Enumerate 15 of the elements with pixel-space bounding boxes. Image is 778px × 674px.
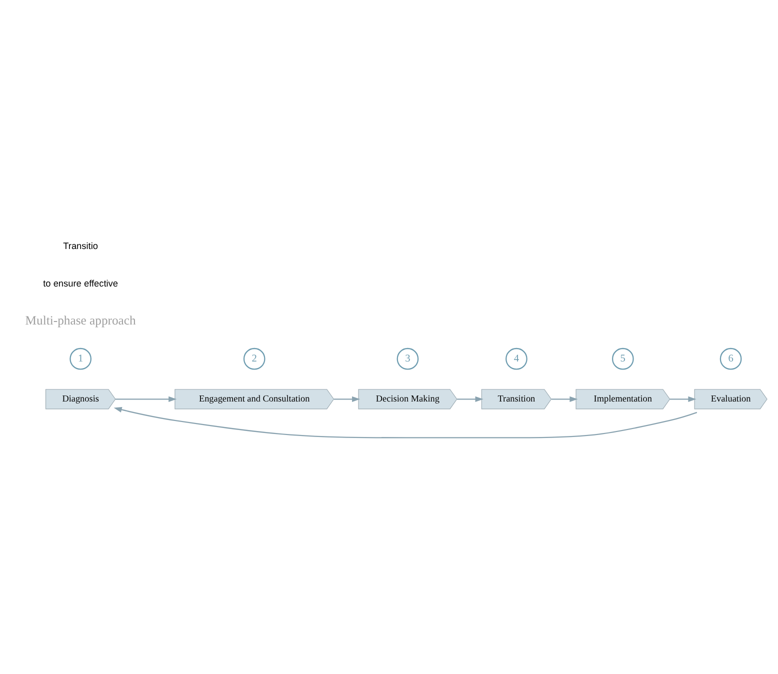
arrow [114,406,698,438]
node-circle: 4 [506,348,528,370]
node-circle: 5 [612,348,634,370]
arrow [670,396,696,402]
node-circle: 6 [720,348,742,370]
node-circle: 2 [243,348,266,370]
arrow [457,396,484,402]
node-circle: 1 [70,348,92,370]
node-circle: 3 [396,348,419,370]
label: Transitio [63,240,98,251]
arrow [334,396,360,402]
arrow [551,396,578,402]
label: to ensure effective [43,278,118,288]
node-text: Multi-phase approach [25,314,136,328]
arrow [115,396,177,402]
